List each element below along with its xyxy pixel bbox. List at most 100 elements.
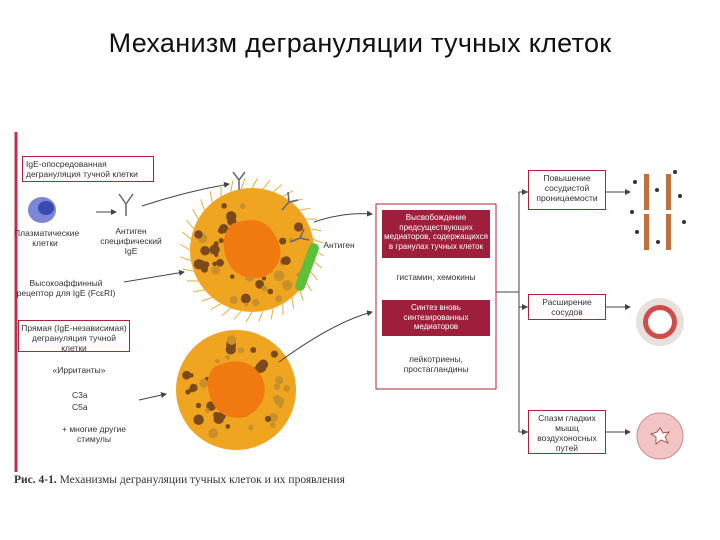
granule (193, 414, 204, 425)
cell-process (272, 184, 283, 193)
granule (225, 354, 231, 360)
cell-process (299, 207, 311, 211)
granule (270, 422, 276, 428)
antigen-icon (295, 243, 319, 291)
granule (248, 424, 254, 431)
granule (275, 376, 284, 385)
granule (212, 261, 217, 267)
cell-process (310, 228, 322, 232)
cell-process (192, 208, 199, 220)
caption-text: Механизмы дегрануляции тучных клеток и и… (59, 474, 345, 486)
receptor-icons (232, 171, 310, 243)
cell-process (312, 260, 323, 269)
effect-bronchospasm-box: Спазм гладких мышц воздухоносных путей (528, 410, 606, 454)
granule (229, 274, 235, 279)
granule (273, 383, 281, 391)
granule (282, 280, 293, 291)
effect-vasodilation-box: Расширение сосудов (528, 294, 606, 320)
granule (225, 424, 231, 429)
granule (273, 270, 285, 282)
granule (195, 402, 202, 409)
page-title: Механизм дегрануляции тучных клеток (108, 28, 612, 58)
cell-process (299, 289, 304, 301)
cell-process (179, 243, 191, 251)
granule (270, 350, 278, 358)
granule (280, 257, 288, 265)
granule (188, 387, 195, 393)
cell-process (258, 310, 264, 322)
granule (250, 347, 257, 353)
granule (204, 408, 210, 414)
cell-process (233, 310, 242, 321)
granule (229, 296, 238, 305)
granule (214, 358, 220, 364)
arrow-receptor (123, 269, 185, 283)
mast-cell-top (179, 177, 325, 323)
effect-permeability-box: Повышение сосудистой проницаемости (528, 170, 606, 210)
granule (275, 295, 283, 303)
cell-process (291, 297, 295, 309)
other-stimuli-label: + многие другие стимулы (62, 424, 126, 444)
cell-process (209, 191, 213, 203)
cell-process (181, 231, 192, 240)
granule (209, 244, 220, 255)
granule (216, 258, 224, 267)
antigen-specific-ige-label: Антиген специфический IgE (100, 226, 162, 256)
cell-process (221, 307, 232, 316)
cell-process (193, 289, 205, 293)
granule (218, 238, 224, 244)
direct-degranulation-box: Прямая (IgE-независимая) дегрануляция ту… (18, 320, 130, 353)
granule (202, 261, 210, 268)
granule (193, 259, 204, 270)
cell-process (262, 179, 271, 190)
receptor-label: Высокоаффинный рецептор для IgE (FcεRI) (16, 278, 116, 298)
caption-number: Рис. 4-1. (14, 474, 57, 486)
irritants-label: «Ирританты» (52, 365, 106, 375)
plasma-cells-label: Плазматические клетки (14, 228, 80, 248)
granule (279, 237, 287, 245)
granule (252, 298, 260, 307)
cell-process (180, 256, 192, 262)
granule (237, 347, 245, 354)
leukotrienes-label: лейкотриены, простагландины (403, 354, 469, 374)
granule (211, 265, 221, 275)
granule (273, 394, 281, 402)
granule (244, 302, 249, 307)
granule (269, 412, 278, 422)
granule (182, 370, 191, 380)
bronchospasm-icon (636, 412, 684, 460)
granule (261, 285, 268, 292)
c5a-label: C5a (72, 402, 88, 412)
granule (208, 428, 219, 439)
histamine-label: гистамин, хемокины (396, 272, 476, 282)
ige-mediated-box: IgE-опосредованная дегрануляция тучной к… (22, 156, 154, 182)
vasodilation-icon (636, 298, 684, 346)
cell-process (251, 177, 259, 189)
cell-process (270, 308, 274, 320)
granule (226, 335, 237, 345)
mediator-panel (375, 203, 497, 390)
mast-cell-bottom (176, 330, 296, 450)
cell-process (240, 178, 246, 190)
granule (200, 245, 210, 256)
cell-process (210, 303, 222, 310)
granule (240, 293, 251, 304)
antigen-label: Антиген (323, 240, 355, 250)
synthesis-bar: Синтез вновь синтезированных медиаторов (382, 300, 490, 336)
cell-process (312, 238, 324, 244)
cell-process (230, 180, 234, 192)
granule (293, 222, 304, 232)
granule (199, 378, 209, 388)
granule (267, 288, 274, 295)
cell-process (245, 311, 253, 323)
granule (221, 203, 227, 209)
granule (194, 230, 203, 239)
release-mediators-bar: Высвобождение предсуществующих медиаторо… (382, 210, 490, 258)
cell-process (182, 268, 194, 272)
arrow-irritants (138, 392, 167, 401)
arrow-synth (278, 310, 373, 363)
granule (213, 411, 220, 418)
granule (217, 228, 223, 234)
mast-cell-diagram: IgE-опосредованная дегрануляция тучной к… (14, 132, 714, 502)
c3a-label: C3a (72, 390, 88, 400)
